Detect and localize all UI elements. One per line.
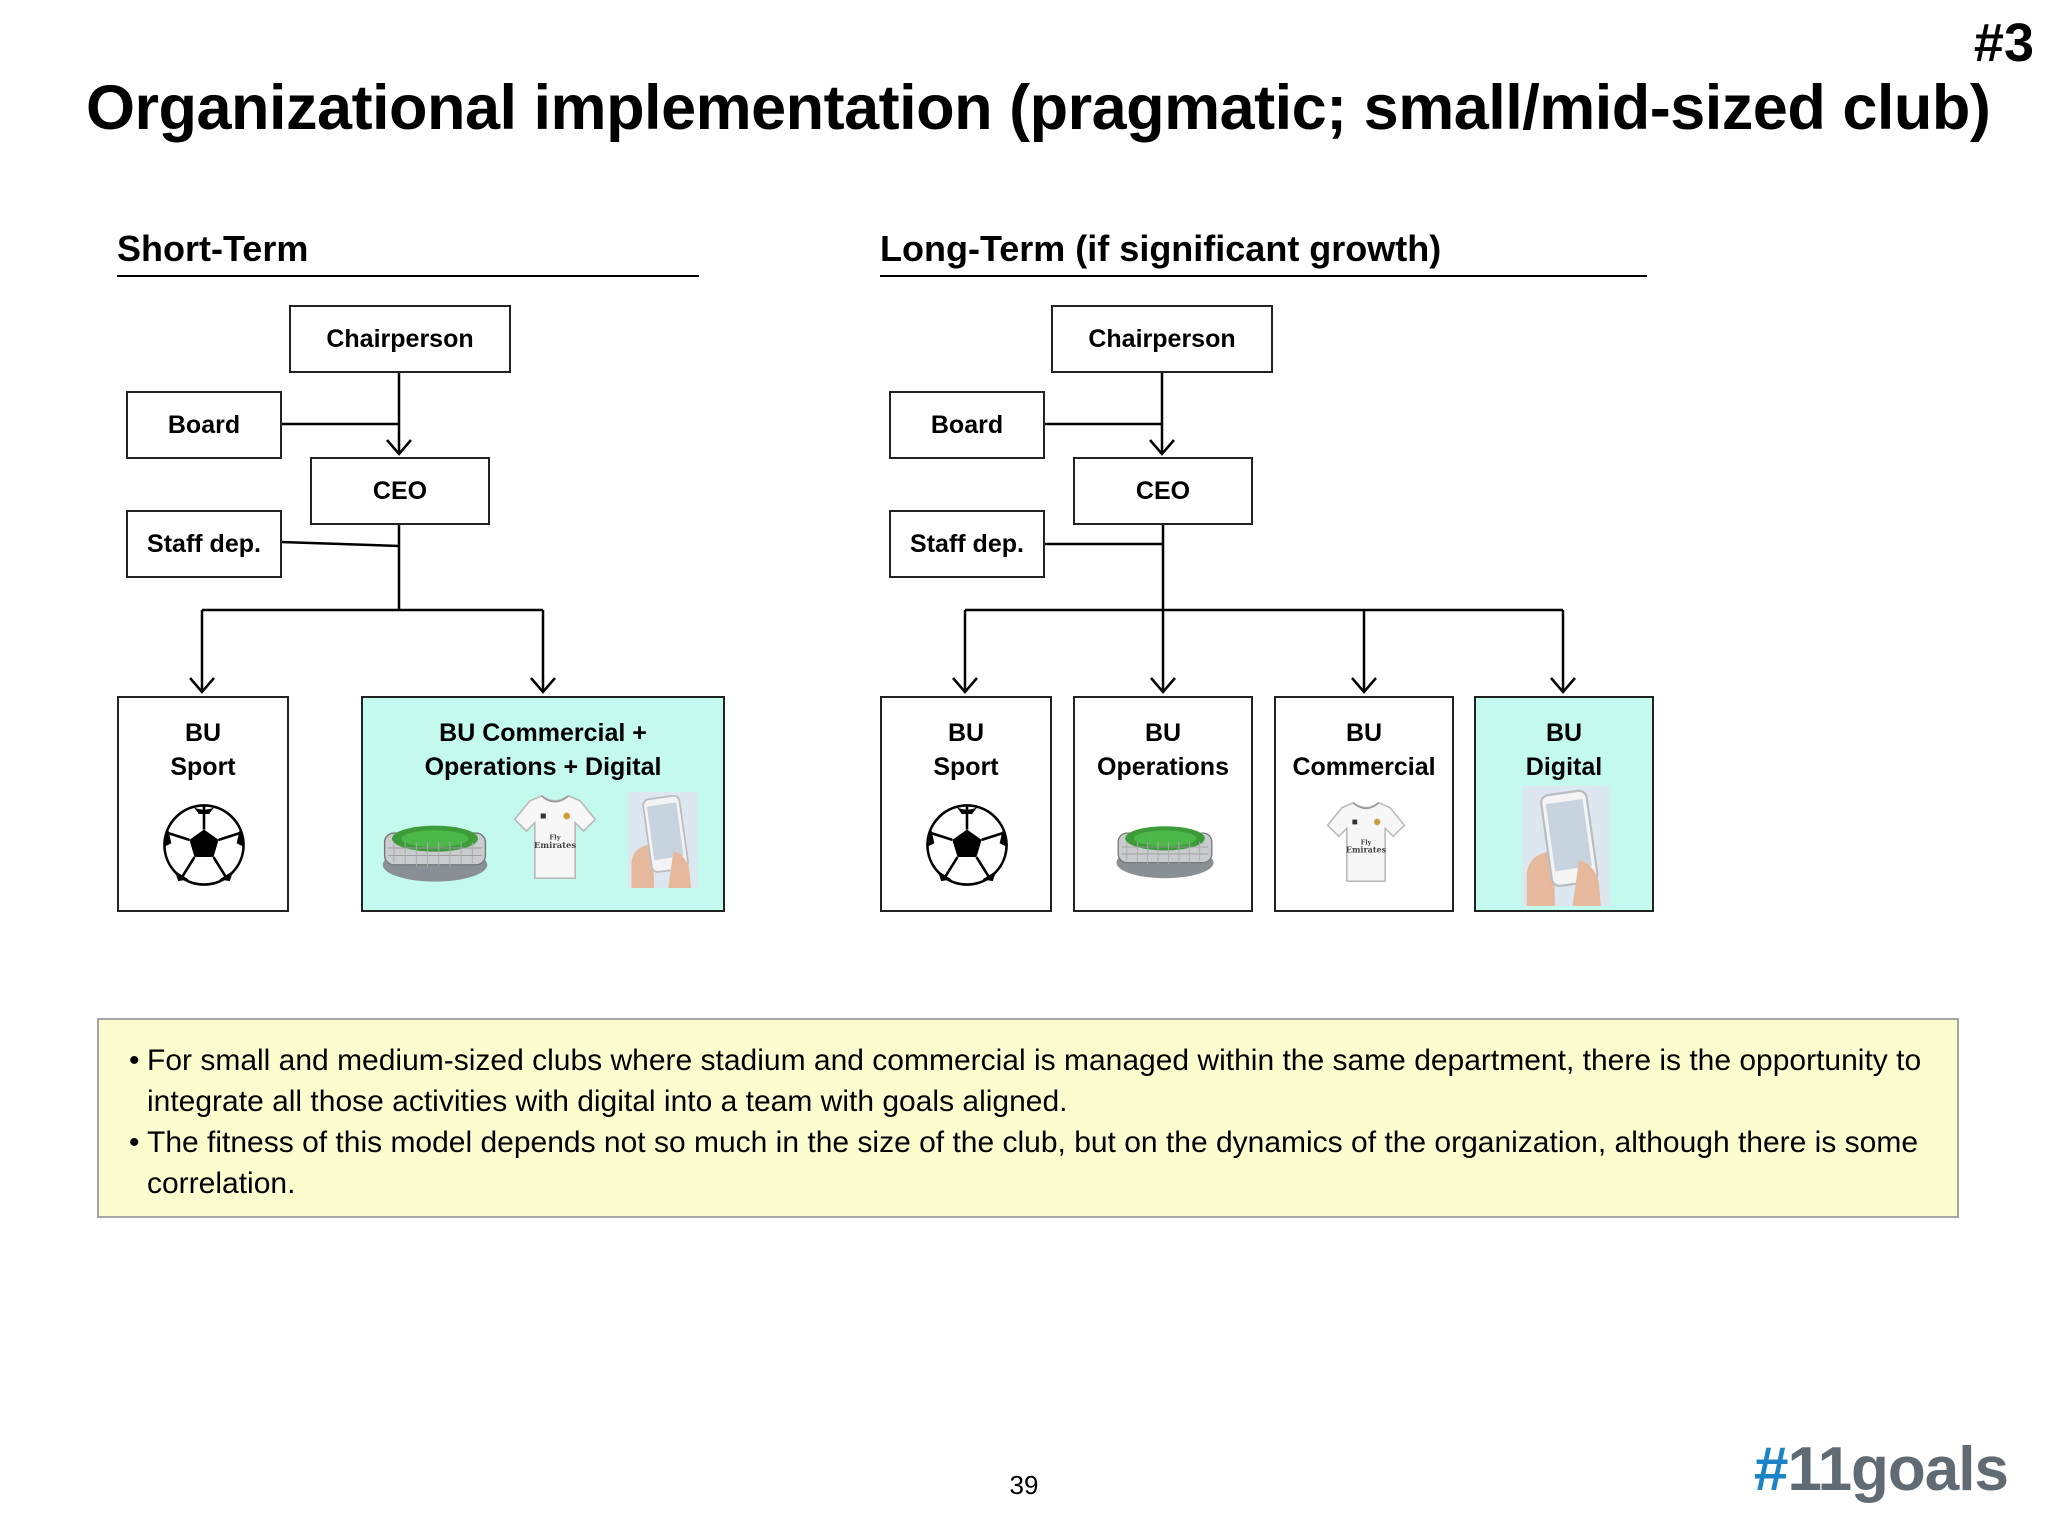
lt-board-box: Board <box>889 391 1045 459</box>
st-bu-sport-box: BU Sport <box>117 696 289 912</box>
st-board-label: Board <box>167 410 241 439</box>
st-chairperson-box: Chairperson <box>289 305 511 373</box>
lt-bu-digital-line2: Digital <box>1525 753 1603 781</box>
jersey-icon <box>513 788 597 886</box>
st-bu-combined-line2: Operations + Digital <box>424 753 662 781</box>
lt-bu-operations-line2: Operations <box>1097 753 1229 781</box>
lt-bu-operations-line1: BU <box>1144 719 1182 747</box>
st-ceo-box: CEO <box>310 457 490 525</box>
lt-bu-commercial-line2: Commercial <box>1292 753 1436 781</box>
st-bu-sport-line1: BU <box>184 719 222 747</box>
lt-bu-sport-line1: BU <box>947 719 985 747</box>
lt-bu-operations-box: BU Operations <box>1073 696 1253 912</box>
brand-hash: # <box>1754 1435 1788 1504</box>
lt-bu-digital-box: BU Digital <box>1474 696 1654 912</box>
stadium-icon <box>1113 810 1217 884</box>
lt-bu-commercial-line1: BU <box>1345 719 1383 747</box>
lt-bu-sport-line2: Sport <box>933 753 999 781</box>
page-title: Organizational implementation (pragmatic… <box>86 73 1991 143</box>
lt-ceo-label: CEO <box>1135 476 1191 505</box>
long-term-heading: Long-Term (if significant growth) <box>880 228 1442 269</box>
notes-box: For small and medium-sized clubs where s… <box>97 1018 1959 1218</box>
brand-name: 11goals <box>1787 1435 2009 1504</box>
note-item: The fitness of this model depends not so… <box>129 1122 1927 1204</box>
jersey-icon <box>1326 794 1406 890</box>
st-ceo-label: CEO <box>372 476 428 505</box>
st-chairperson-label: Chairperson <box>326 324 474 353</box>
brand-logo: #11goals <box>1754 1434 2009 1505</box>
stadium-icon <box>379 810 491 886</box>
lt-staff-box: Staff dep. <box>889 510 1045 578</box>
lt-staff-label: Staff dep. <box>910 529 1024 558</box>
smartphone-icon <box>625 792 701 888</box>
st-board-box: Board <box>126 391 282 459</box>
note-item: For small and medium-sized clubs where s… <box>129 1040 1927 1122</box>
lt-bu-commercial-box: BU Commercial <box>1274 696 1454 912</box>
soccer-ball-icon <box>161 802 247 888</box>
slide-number: #3 <box>1973 13 2034 73</box>
page-number: 39 <box>1009 1470 1039 1500</box>
st-staff-label: Staff dep. <box>147 529 261 558</box>
short-term-rule <box>117 275 699 277</box>
st-bu-combined-line1: BU Commercial + <box>439 719 647 747</box>
st-staff-box: Staff dep. <box>126 510 282 578</box>
lt-board-label: Board <box>930 410 1004 439</box>
lt-ceo-box: CEO <box>1073 457 1253 525</box>
lt-chairperson-label: Chairperson <box>1088 324 1236 353</box>
lt-bu-sport-box: BU Sport <box>880 696 1052 912</box>
smartphone-icon <box>1522 786 1610 906</box>
st-bu-combined-box: BU Commercial + Operations + Digital <box>361 696 725 912</box>
soccer-ball-icon <box>924 802 1010 888</box>
st-bu-sport-line2: Sport <box>170 753 236 781</box>
short-term-heading: Short-Term <box>117 228 309 269</box>
long-term-rule <box>880 275 1647 277</box>
lt-bu-digital-line1: BU <box>1545 719 1583 747</box>
lt-chairperson-box: Chairperson <box>1051 305 1273 373</box>
